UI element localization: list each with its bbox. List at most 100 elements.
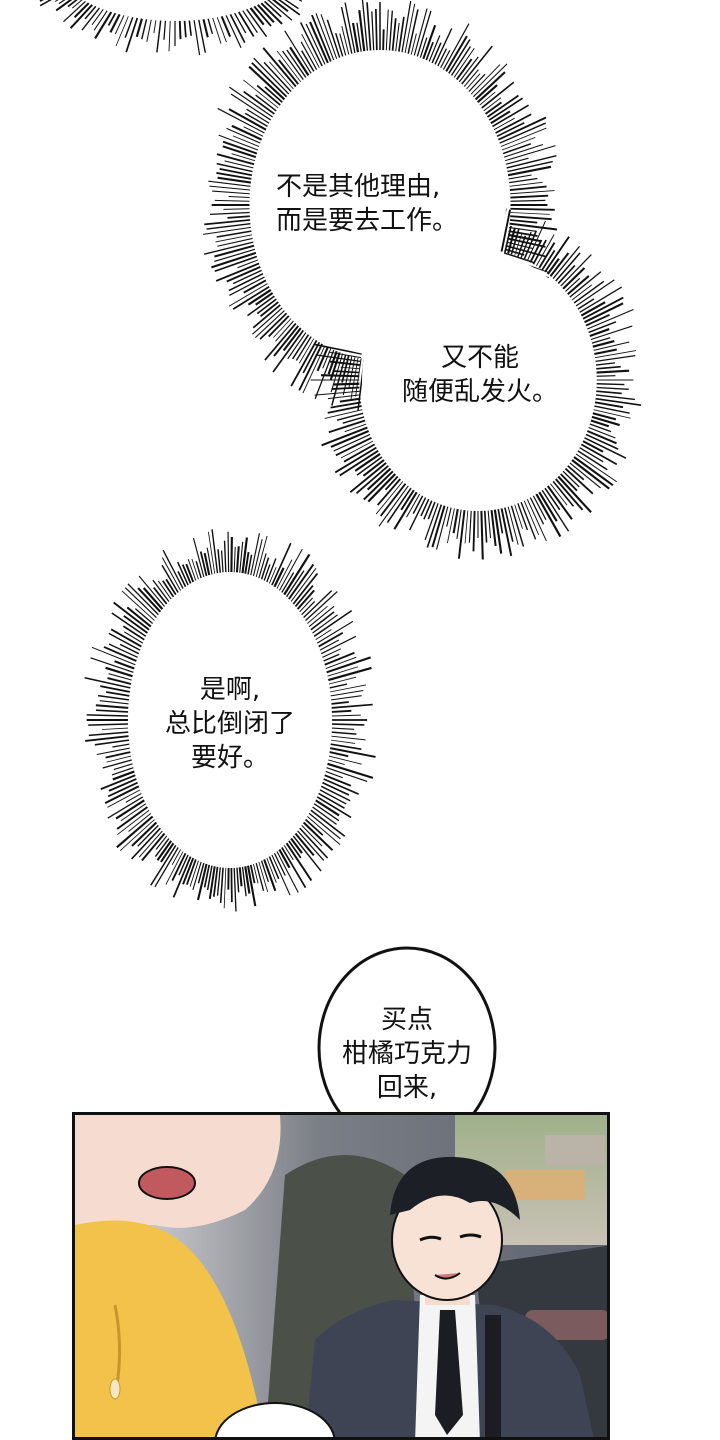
burst-spike [374,8,378,51]
burst-spike [555,478,584,511]
burst-spike [582,440,604,453]
burst-spike [327,405,362,414]
burst-bubble-temper [254,55,642,560]
burst-spike [226,266,261,283]
burst-spike [243,79,279,109]
burst-spike [263,859,277,892]
burst-spike [437,48,448,67]
burst-spike [490,510,497,547]
burst-spike [327,666,372,682]
burst-spike [244,551,250,574]
burst-spike [330,747,376,758]
burst-spike [185,563,195,583]
burst-spike [282,50,304,80]
burst-spike [532,239,547,265]
burst-spike [204,219,251,226]
burst-spike [278,848,291,869]
burst-spike [468,73,486,92]
burst-spike [125,17,139,53]
burst-spike [483,510,488,543]
burst-spike [232,135,260,147]
burst-spike [425,41,434,61]
burst-spike [335,32,344,57]
burst-spike [344,423,367,433]
burst-spike [216,172,252,180]
burst-spike [589,423,612,433]
burst-spike [497,508,504,534]
burst-spike [226,127,261,144]
burst-spike [379,483,407,517]
burst-spike [189,860,199,887]
burst-spike [325,656,357,669]
burst-spike [510,212,550,215]
burst-spike [157,580,172,600]
burst-spike [252,307,283,335]
burst-spike [230,93,272,121]
burst-spike [209,211,250,216]
burst-spike [113,763,133,771]
burst-spike [476,84,498,104]
burst-spike [326,656,371,674]
bubble-text-bankrupt: 是啊, 总比倒闭了 要好。 [164,675,295,773]
burst-spike [500,508,513,557]
burst-spike [229,86,273,118]
burst-spike [232,269,262,285]
burst-spike [284,30,312,74]
burst-spike [452,508,459,534]
burst-spike [137,587,162,613]
burst-spike [299,827,329,859]
burst-spike [331,703,373,709]
burst-spike [323,778,359,795]
burst-spike [162,549,184,589]
burst-spike [318,631,344,648]
burst-spike [112,743,130,748]
burst-spike [328,676,357,685]
burst-spike [88,723,128,726]
burst-spike [404,3,416,53]
burst-spike [591,337,611,344]
burst-spike [100,685,130,693]
burst-spike [269,61,294,90]
burst-spike [252,539,263,577]
burst-spike [243,126,264,137]
burst-spike [85,735,129,742]
burst-spike [378,485,409,527]
burst-spike [343,443,376,463]
burst-spike [292,572,319,605]
burst-spike [344,2,356,54]
burst-spike [428,35,441,62]
burst-spike [532,495,547,520]
burst-spike [288,563,315,600]
burst-spike [448,39,471,74]
burst-spike [104,785,140,805]
burst-spike [510,215,552,221]
burst-spike [236,867,240,893]
burst-spike [426,504,443,548]
burst-spike [218,134,259,151]
burst-spike [424,503,439,541]
burst-spike [584,437,627,459]
burst-spike [264,86,283,103]
burst-spike [165,578,177,596]
burst-spike [596,386,629,390]
burst-spike [246,108,270,124]
burst-spike [595,355,636,362]
burst-spike [241,866,247,897]
burst-spike [319,789,347,805]
burst-spike [168,20,171,52]
burst-spike [263,61,292,92]
burst-spike [208,866,216,900]
burst-spike [106,755,132,763]
burst-spike [492,104,529,128]
burst-spike [156,840,172,861]
burst-spike [510,228,520,255]
burst-spike [187,559,197,581]
burst-spike [271,0,289,13]
burst-spike [456,509,462,539]
burst-spike [431,505,446,548]
burst-spike [269,567,277,584]
burst-spike [320,635,357,655]
burst-spike [282,327,302,352]
burst-spike [313,609,353,637]
burst-spike [285,570,305,598]
